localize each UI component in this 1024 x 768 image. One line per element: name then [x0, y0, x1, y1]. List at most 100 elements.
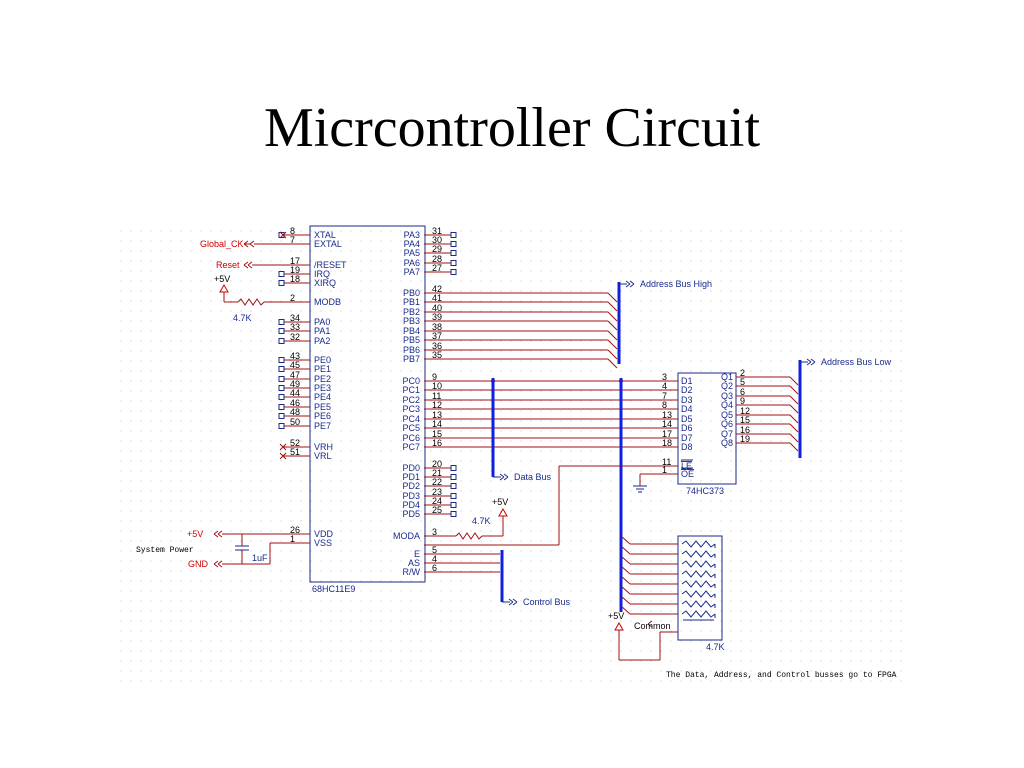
array-feeder-bend [620, 575, 631, 585]
system-power-label: System Power [136, 546, 194, 555]
mcu-pin-name: PC7 [402, 442, 420, 452]
mcu-pin-number: 32 [290, 332, 300, 342]
capacitor-value: 1uF [252, 553, 268, 563]
mcu-name: 68HC11E9 [312, 584, 355, 594]
mcu-pin-name: PC5 [402, 423, 420, 433]
mcu-pin-name: PB2 [403, 307, 420, 317]
mcu-pin-name: E [414, 549, 420, 559]
mcu-pin-name: /RESET [314, 260, 347, 270]
latch-pin-name: OE [681, 469, 694, 479]
latch-pin-number: 11 [662, 457, 671, 467]
common-net: +5V Common [608, 611, 678, 661]
mcu-pin-name: PB0 [403, 288, 420, 298]
latch-pin-number: 1 [662, 465, 667, 475]
mcu-pin-number: 1 [290, 534, 295, 544]
array-feeder-bend [620, 535, 631, 545]
reset-net: Reset [216, 260, 283, 270]
mcu-pin-number: 52 [290, 438, 300, 448]
mcu-pin-name: PC3 [402, 404, 420, 414]
latch-pin-name: Q6 [721, 419, 733, 429]
control-bus-wires [424, 553, 500, 573]
mcu-pin-number: 47 [290, 370, 300, 380]
mcu-pin-number: 8 [290, 226, 295, 236]
moda-vcc-label: +5V [492, 497, 508, 507]
mcu-pin-name: PE4 [314, 392, 331, 402]
global-ck-label: Global_CK [200, 239, 244, 249]
moda-resistor-value: 4.7K [472, 516, 491, 526]
mcu-pin-xirq: 18 XIRQ [278, 274, 336, 288]
mcu-pin-number: 25 [432, 505, 442, 515]
mcu-pin-name: PD3 [402, 491, 420, 501]
moda-pullup: +5V 4.7K [424, 497, 508, 540]
mcu-pin-number: 24 [432, 496, 442, 506]
modb-pullup: +5V 4.7K [214, 274, 283, 323]
mcu-pin-name: XTAL [314, 230, 336, 240]
array-feeder-bend [620, 565, 631, 575]
array-resistor [681, 580, 716, 588]
modb-vcc-label: +5V [214, 274, 230, 284]
mcu-pin-number: 46 [290, 398, 300, 408]
mcu-pin-number: 17 [290, 256, 300, 266]
address-high-wire-bend [607, 349, 618, 360]
array-resistor [681, 610, 716, 618]
mcu-pin-number: 41 [432, 293, 442, 303]
mcu-pin-number: 27 [432, 263, 442, 273]
mcu-pin-number: 40 [432, 303, 442, 313]
mcu-pin-number: 7 [290, 235, 295, 245]
array-resistor [681, 550, 716, 558]
address-bus-low-label: Address Bus Low [821, 357, 892, 367]
latch-pin-name: D4 [681, 404, 693, 414]
reset-label: Reset [216, 260, 240, 270]
mcu-pin-name: PB4 [403, 326, 420, 336]
vdd-label: +5V [187, 529, 203, 539]
mcu-pin-number: 26 [290, 525, 300, 535]
mcu-pin-name: PD1 [402, 472, 420, 482]
mcu-pin-name: PB6 [403, 345, 420, 355]
mcu-pin-name: PB1 [403, 297, 420, 307]
common-label: Common [634, 621, 671, 631]
latch-pin-name: D8 [681, 442, 693, 452]
mcu-pin-number: 19 [290, 265, 300, 275]
gnd-label: GND [188, 559, 209, 569]
latch-output-wires [756, 376, 799, 452]
mcu-pin-name: PC1 [402, 385, 420, 395]
latch-pin-number: 8 [662, 400, 667, 410]
latch-pin-name: Q4 [721, 400, 733, 410]
mcu-pin-name: MODB [314, 297, 341, 307]
mcu-pin-number: 18 [290, 274, 300, 284]
mcu-pin-number: 35 [432, 350, 442, 360]
mcu-pin-name: EXTAL [314, 239, 342, 249]
address-high-wire-bend [607, 311, 618, 322]
mcu-pin-number: 4 [432, 554, 437, 564]
latch-pin-number: 5 [740, 377, 745, 387]
mcu-pin-number: 21 [432, 468, 442, 478]
latch-pin-name: Q7 [721, 429, 733, 439]
mcu-pin-name: XIRQ [314, 278, 336, 288]
fpga-note: The Data, Address, and Control busses go… [666, 671, 897, 680]
latch-pin-q2: 5Q2 [721, 377, 756, 391]
mcu-pin-xtal: 8 XTAL [278, 226, 336, 240]
slide-title: Micrcontroller Circuit [263, 97, 761, 159]
mcu-pin-number: 48 [290, 407, 300, 417]
latch-pin-number: 19 [740, 434, 750, 444]
modb-resistor-value: 4.7K [233, 313, 252, 323]
mcu-pin-number: 49 [290, 379, 300, 389]
mcu-pin-number: 13 [432, 410, 442, 420]
mcu-pin-name: PA6 [404, 258, 420, 268]
